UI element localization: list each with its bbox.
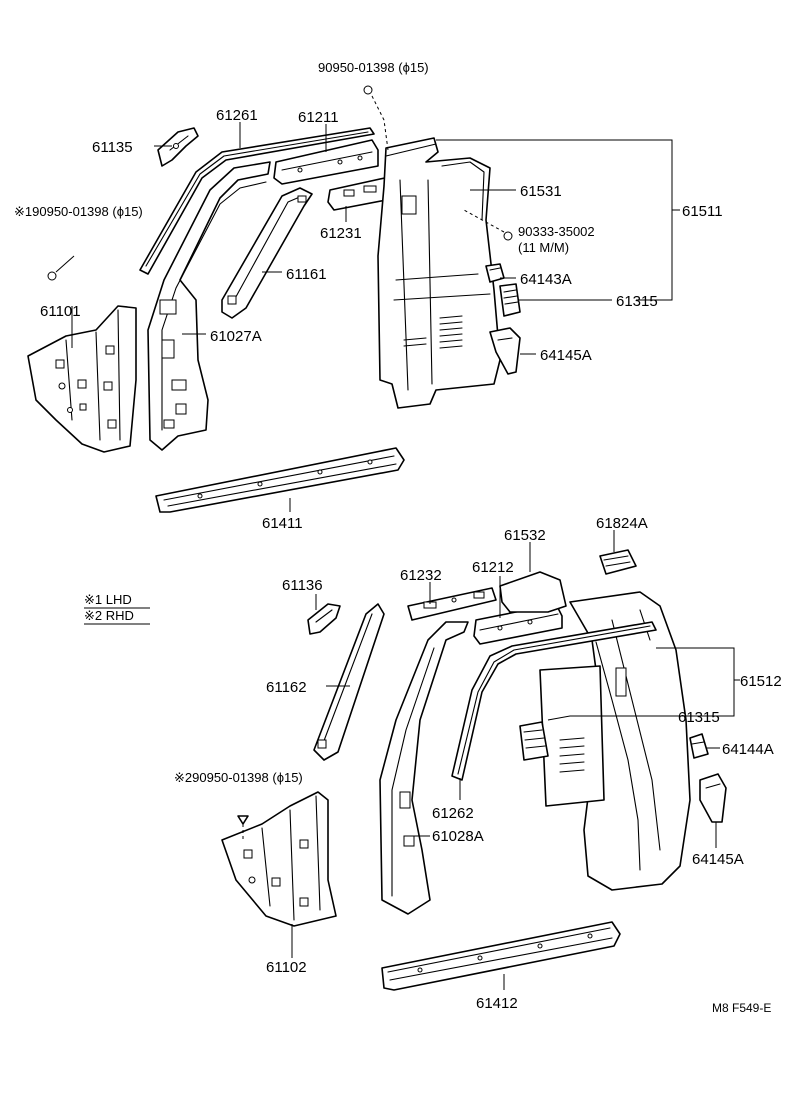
part-64143A [485,263,505,283]
part-61028A [379,621,469,915]
part-61511 [377,137,501,409]
part-61136 [307,603,341,635]
vent-slots-upper [439,315,463,349]
label-61411: 61411 [262,515,303,532]
part-61824A [599,549,637,575]
label-screw: 90333-35002 [518,224,595,239]
part-64144A [689,733,709,759]
label-61231: 61231 [320,225,362,242]
label-61531: 61531 [520,183,562,200]
part-61135 [157,127,199,167]
label-61315-lower: 61315 [678,709,720,726]
part-61261 [139,127,375,275]
part-61512-inner [539,665,605,807]
legend-lhd: ※1 LHD [84,592,132,607]
part-61162 [313,603,385,761]
legend-rhd: ※2 RHD [84,608,134,623]
label-61102: 61102 [266,959,307,976]
label-61511: 61511 [682,203,723,220]
part-61027A [147,161,271,451]
diagram-reference-code: M8 F549-E [712,1001,771,1015]
label-61512: 61512 [740,673,782,690]
label-61136: 61136 [282,577,323,594]
label-61232: 61232 [400,567,442,584]
part-64145A-lower [699,773,727,823]
part-61232 [407,587,497,621]
part-61412 [381,921,621,991]
part-61315-lower [519,721,549,761]
label-61161: 61161 [286,266,327,283]
part-61315-upper [499,283,521,317]
label-64145A-lower: 64145A [692,851,744,868]
label-61162: 61162 [266,679,307,696]
label-61262: 61262 [432,805,474,822]
legend: ※1 LHD ※2 RHD [84,592,150,625]
bolt-rhd-fastener [237,815,249,840]
label-bolt-lhd: ※190950-01398 (ϕ15) [14,204,143,219]
label-bolt-top: 90950-01398 (ϕ15) [318,60,429,75]
part-61411 [155,447,405,513]
screw-fastener [463,209,513,241]
label-61135: 61135 [92,139,133,156]
lower-leaders [291,530,740,990]
part-61262 [451,621,657,781]
part-61101 [27,305,137,453]
upper-leaders [71,122,680,512]
label-61027A: 61027A [210,328,262,345]
label-61532: 61532 [504,527,546,544]
label-61261: 61261 [216,107,258,124]
label-61101: 61101 [40,303,81,320]
label-61824A: 61824A [596,515,648,532]
label-64145A-upper: 64145A [540,347,592,364]
part-61102 [221,791,337,927]
label-64143A: 64143A [520,271,572,288]
label-61212: 61212 [472,559,514,576]
label-screw-size: (11 M/M) [518,240,569,255]
label-61211: 61211 [298,109,339,126]
label-64144A: 64144A [722,741,774,758]
part-labels: 90950-01398 (ϕ15) 61135 61261 61211 6153… [14,60,782,1015]
bolt-top-fastener [363,85,389,151]
label-61412: 61412 [476,995,518,1012]
part-61161 [221,187,313,319]
part-61532 [499,571,567,613]
label-61028A: 61028A [432,828,484,845]
label-bolt-rhd: ※290950-01398 (ϕ15) [174,770,303,785]
part-64145A-upper [489,327,521,375]
bolt-lhd-fastener [47,255,75,281]
part-61211 [273,139,379,185]
vent-slots-lower [559,737,585,773]
label-61315-upper: 61315 [616,293,658,310]
